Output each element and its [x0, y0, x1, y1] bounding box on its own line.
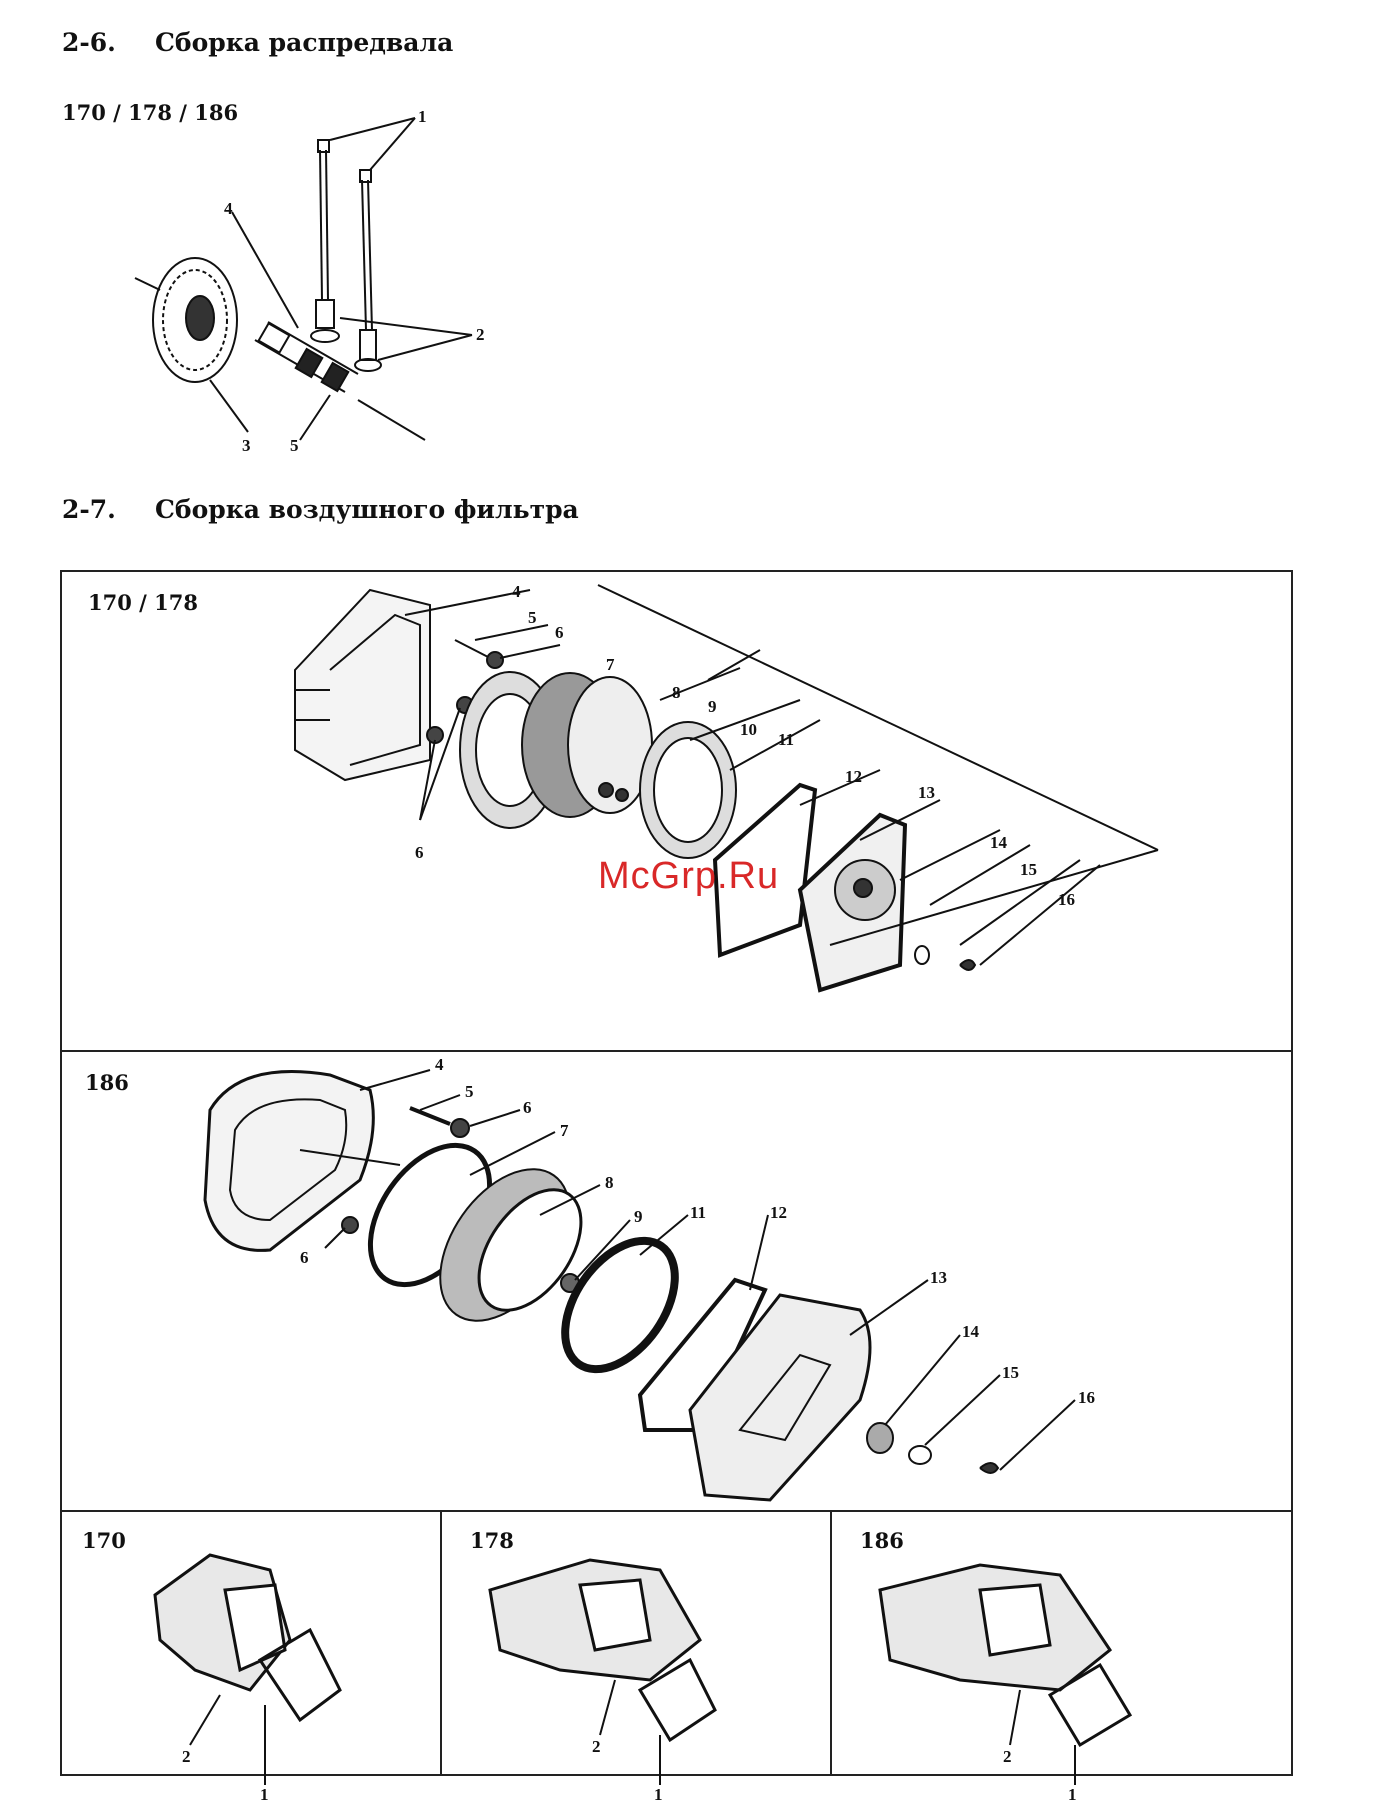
elbow-178-callout-2: 2: [592, 1737, 601, 1756]
elbow-170-callout-1: 1: [260, 1785, 269, 1804]
elbow-186-callout-1: 1: [1068, 1785, 1077, 1804]
elbow-170-callout-2: 2: [182, 1747, 191, 1766]
elbow-178-callout-1: 1: [654, 1785, 663, 1804]
elbow-186-callout-2: 2: [1003, 1747, 1012, 1766]
